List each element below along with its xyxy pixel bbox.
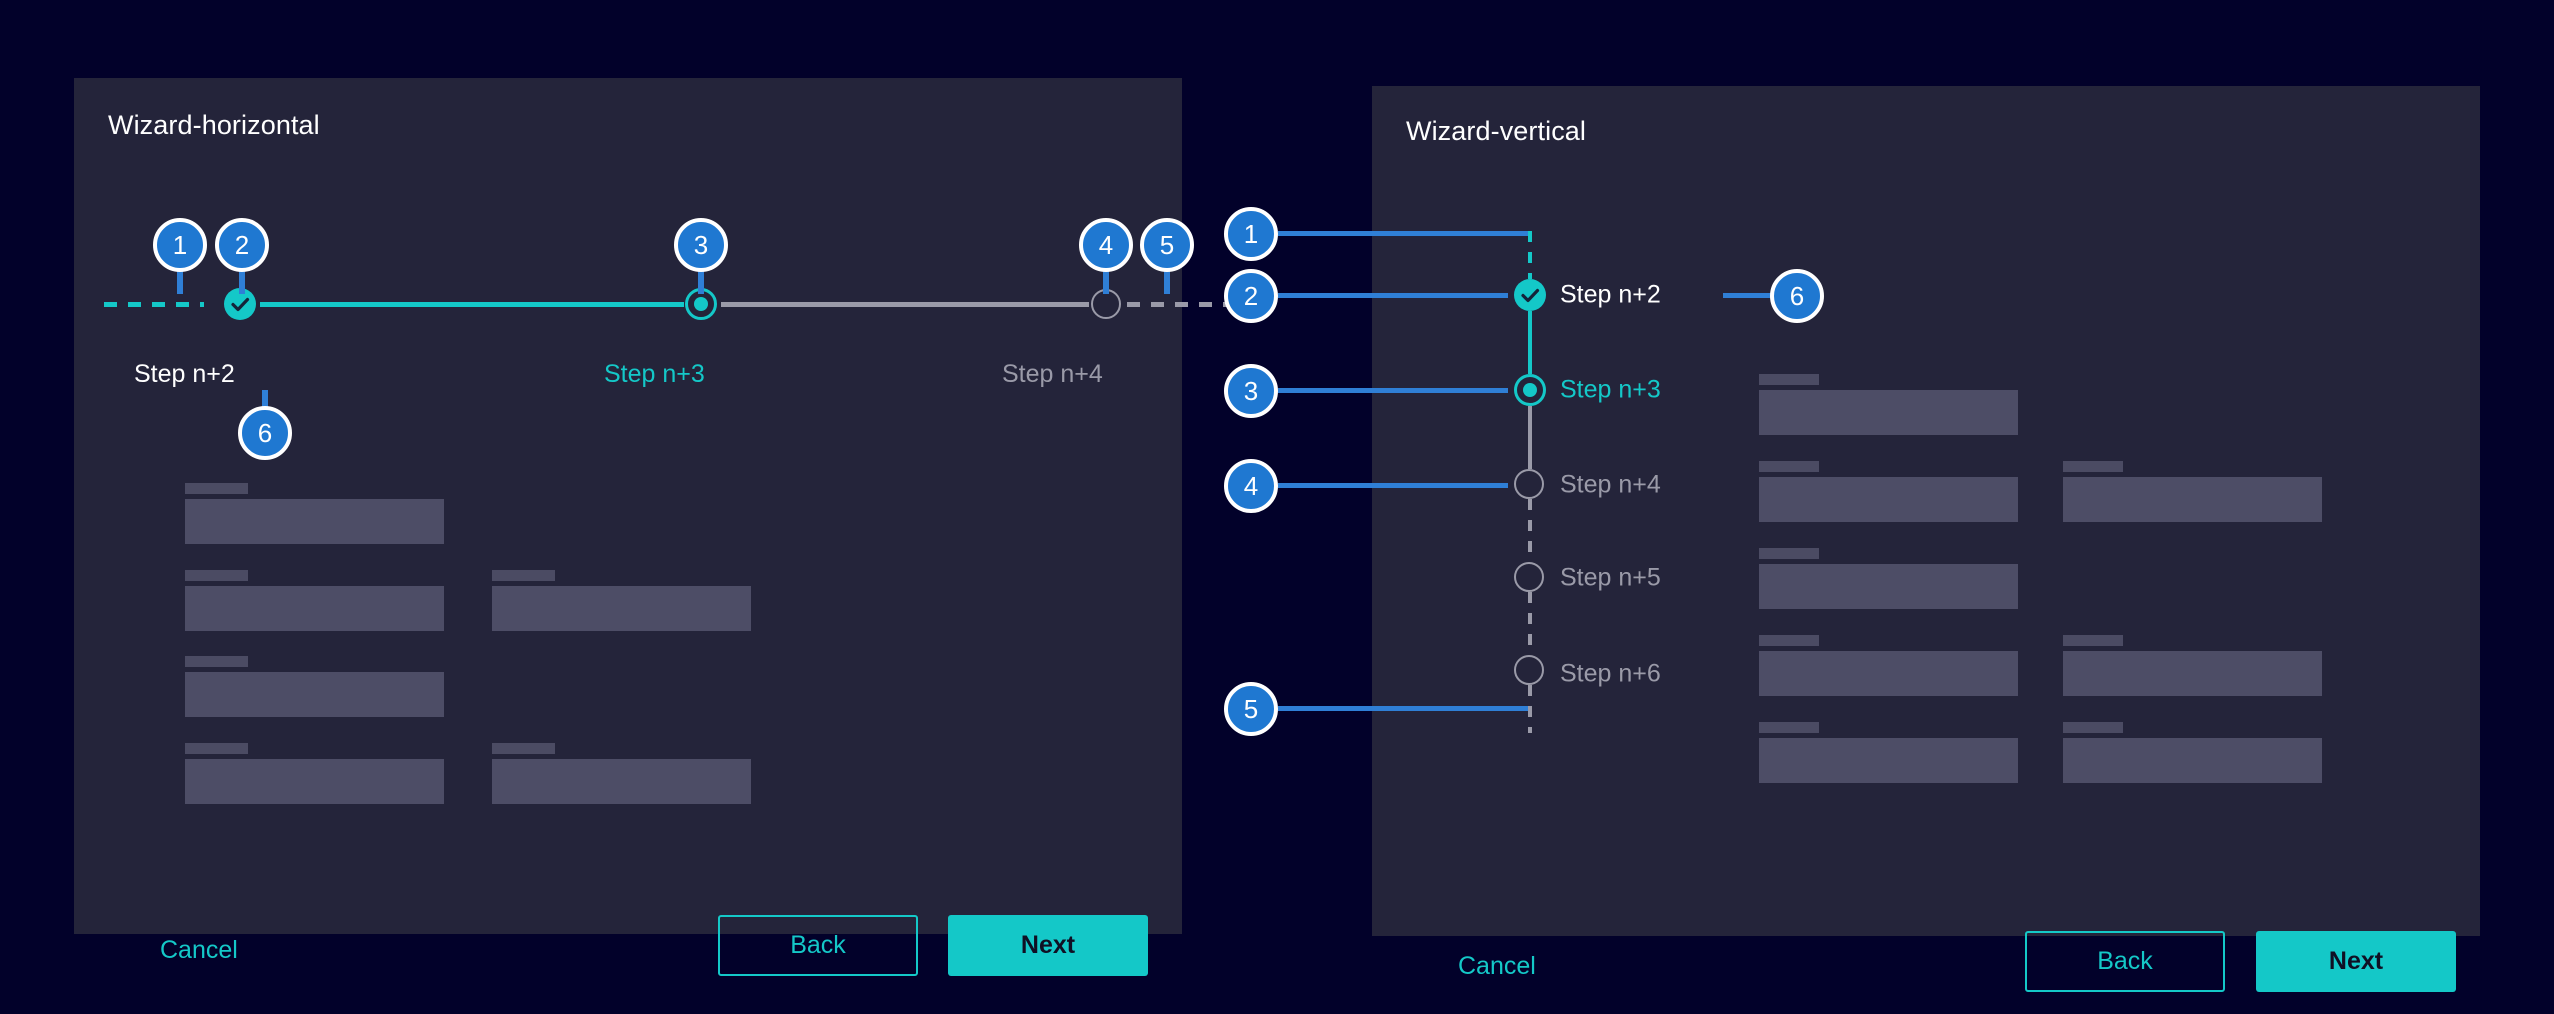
form-field-label — [1759, 374, 1819, 385]
next-button[interactable]: Next — [2256, 931, 2456, 992]
form-field-label — [185, 656, 248, 667]
form-field-input[interactable] — [185, 499, 444, 544]
form-field-input[interactable] — [1759, 738, 2018, 783]
page-title-horizontal: Wizard-horizontal — [108, 110, 320, 140]
wizard-vertical-panel: Wizard-vertical Step n+2 Step n+3 Step — [1224, 86, 2480, 992]
cancel-button[interactable]: Cancel — [160, 936, 238, 964]
form-field-label — [1759, 635, 1819, 646]
step-label-n4[interactable]: Step n+4 — [1002, 360, 1103, 388]
connector-trailing-dashed — [1127, 302, 1227, 307]
step-label-n5[interactable]: Step n+5 — [1560, 563, 1661, 592]
callout-marker-3[interactable]: 3 — [674, 218, 728, 272]
next-button[interactable]: Next — [948, 915, 1148, 976]
callout-marker-1[interactable]: 1 — [153, 218, 207, 272]
step-node-completed[interactable] — [1514, 279, 1546, 311]
form-field-label — [2063, 461, 2123, 472]
connector-todo — [721, 302, 1089, 307]
callout-marker-1[interactable]: 1 — [1224, 207, 1278, 261]
step-node-incomplete[interactable] — [1514, 562, 1544, 592]
form-field-label — [1759, 722, 1819, 733]
form-field-input[interactable] — [185, 586, 444, 631]
callout-stem-4 — [1278, 483, 1508, 488]
form-field-label — [1759, 461, 1819, 472]
callout-stem-5 — [1164, 270, 1170, 294]
step-label-n6[interactable]: Step n+6 — [1560, 659, 1661, 688]
active-step-dot — [694, 297, 708, 311]
callout-marker-5[interactable]: 5 — [1140, 218, 1194, 272]
callout-marker-6[interactable]: 6 — [1770, 269, 1824, 323]
step-node-active[interactable] — [1514, 374, 1546, 406]
callout-marker-2[interactable]: 2 — [1224, 269, 1278, 323]
form-field-label — [1759, 548, 1819, 559]
horizontal-stepper-track — [74, 288, 1227, 320]
step-label-n3[interactable]: Step n+3 — [1560, 375, 1661, 404]
form-field-input[interactable] — [2063, 651, 2322, 696]
callout-stem-2 — [239, 270, 245, 294]
form-field-input[interactable] — [185, 759, 444, 804]
form-field-input[interactable] — [1759, 564, 2018, 609]
callout-marker-4[interactable]: 4 — [1079, 218, 1133, 272]
callout-stem-3 — [1278, 388, 1508, 393]
callout-stem-2 — [1278, 293, 1508, 298]
step-label-n2[interactable]: Step n+2 — [1560, 280, 1661, 309]
wizard-horizontal-panel: Wizard-horizontal 1 2 3 4 5 6 Step n+2 S… — [74, 78, 1227, 976]
connector-leading-dashed — [104, 302, 204, 307]
vertical-stepper-rail — [1514, 231, 1546, 733]
callout-marker-3[interactable]: 3 — [1224, 364, 1278, 418]
connector-trailing-dashed — [1528, 685, 1532, 733]
form-field-input[interactable] — [185, 672, 444, 717]
connector-leading-dashed — [1528, 231, 1532, 279]
callout-stem-4 — [1103, 270, 1109, 294]
active-step-dot — [1523, 383, 1537, 397]
callout-marker-5[interactable]: 5 — [1224, 682, 1278, 736]
form-field-input[interactable] — [492, 759, 751, 804]
form-field-label — [492, 743, 555, 754]
back-button[interactable]: Back — [2025, 931, 2225, 992]
form-field-label — [185, 570, 248, 581]
cancel-button[interactable]: Cancel — [1458, 952, 1536, 980]
connector-done — [260, 302, 684, 307]
connector-todo-dashed — [1528, 592, 1532, 655]
step-label-n4[interactable]: Step n+4 — [1560, 470, 1661, 499]
connector-todo-dashed — [1528, 499, 1532, 562]
callout-marker-4[interactable]: 4 — [1224, 459, 1278, 513]
form-field-label — [185, 483, 248, 494]
form-field-input[interactable] — [2063, 477, 2322, 522]
callout-marker-6[interactable]: 6 — [238, 406, 292, 460]
form-field-input[interactable] — [1759, 651, 2018, 696]
callout-stem-3 — [698, 270, 704, 294]
callout-stem-1 — [1278, 231, 1528, 236]
callout-marker-2[interactable]: 2 — [215, 218, 269, 272]
connector-todo — [1528, 406, 1532, 469]
back-button[interactable]: Back — [718, 915, 918, 976]
form-field-label — [2063, 635, 2123, 646]
form-field-label — [2063, 722, 2123, 733]
step-node-completed[interactable] — [224, 288, 256, 320]
step-node-incomplete[interactable] — [1514, 655, 1544, 685]
step-label-n3[interactable]: Step n+3 — [604, 360, 705, 388]
form-field-input[interactable] — [1759, 390, 2018, 435]
form-field-label — [492, 570, 555, 581]
callout-stem-5 — [1278, 706, 1528, 711]
form-field-input[interactable] — [2063, 738, 2322, 783]
form-field-input[interactable] — [492, 586, 751, 631]
connector-done — [1528, 311, 1532, 374]
callout-stem-6 — [262, 390, 268, 414]
step-node-incomplete[interactable] — [1514, 469, 1544, 499]
callout-stem-6 — [1723, 293, 1783, 298]
callout-stem-1 — [177, 270, 183, 294]
form-field-label — [185, 743, 248, 754]
page-title-vertical: Wizard-vertical — [1406, 116, 1587, 146]
step-label-n2[interactable]: Step n+2 — [134, 360, 235, 388]
form-field-input[interactable] — [1759, 477, 2018, 522]
